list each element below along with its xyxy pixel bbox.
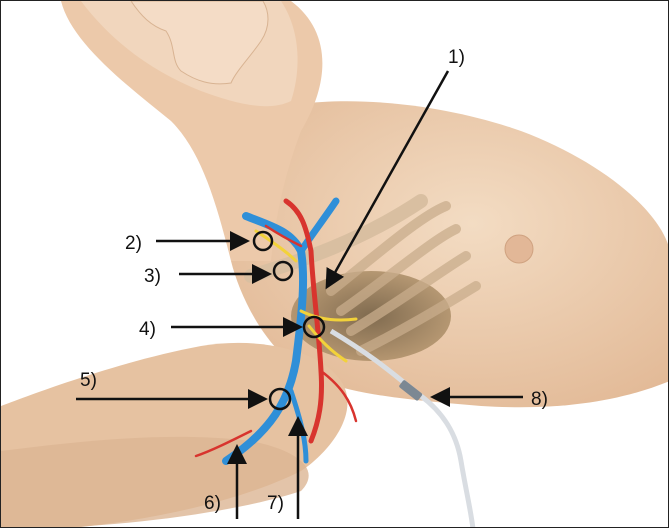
callout-label-6: 6): [204, 493, 221, 514]
callout-label-5: 5): [80, 370, 97, 391]
callout-label-8: 8): [531, 389, 548, 410]
callout-label-7: 7): [267, 493, 284, 514]
callout-label-3: 3): [144, 266, 161, 287]
nipple: [505, 235, 533, 263]
callout-label-4: 4): [139, 319, 156, 340]
arm-lower-shade: [1, 437, 309, 528]
callout-label-2: 2): [125, 233, 142, 254]
callout-label-1: 1): [448, 47, 465, 68]
